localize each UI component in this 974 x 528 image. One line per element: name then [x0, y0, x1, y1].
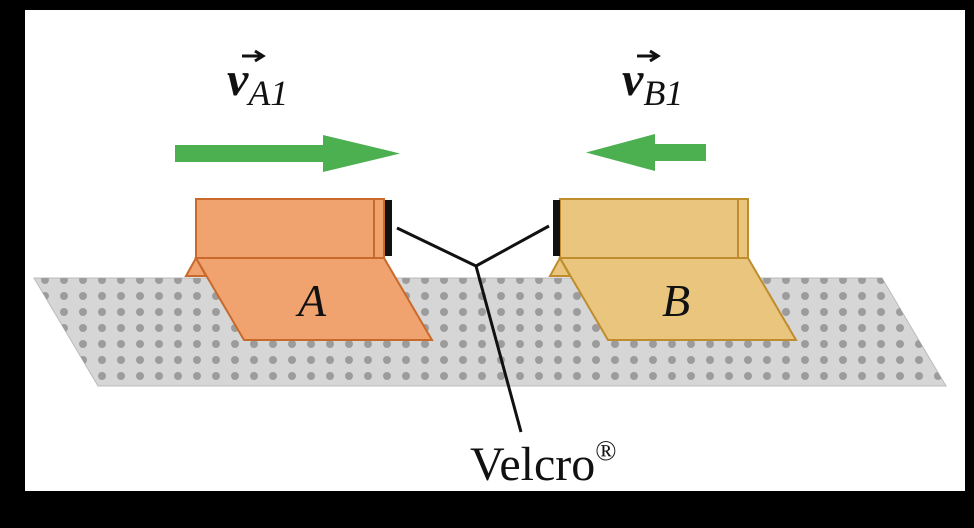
cart-b-velcro-strip [553, 200, 560, 256]
cart-b-label: B [662, 275, 690, 326]
callout-line-b [475, 224, 550, 268]
callout-line-stem [474, 265, 523, 433]
vector-b-symbol: v [622, 53, 644, 106]
callout-line-a [396, 226, 477, 268]
velcro-callout-lines [396, 224, 550, 433]
white-panel [25, 10, 965, 491]
cart-a-top [195, 198, 385, 259]
velcro-label-text: Velcro [470, 438, 595, 491]
registered-mark: ® [595, 436, 616, 467]
vector-b-subscript: B1 [643, 73, 683, 113]
arrow-b-shaft [642, 144, 706, 161]
vector-a-symbol: v [227, 53, 249, 106]
vector-label-b: vB1 [622, 53, 683, 113]
arrow-a-head [323, 135, 400, 172]
vector-a-subscript: A1 [246, 73, 288, 113]
cart-a-label: A [295, 275, 327, 326]
cart-b: B [548, 198, 798, 341]
cart-a-velcro-strip [385, 200, 392, 256]
velocity-arrow-b [586, 134, 706, 171]
cart-a: A [184, 198, 434, 341]
vector-b-overarrow-icon [637, 49, 661, 63]
track [33, 277, 947, 387]
velcro-label: Velcro® [470, 436, 617, 491]
arrow-a-shaft [175, 145, 338, 162]
velocity-arrow-a [175, 135, 400, 172]
arrow-b-head [586, 134, 655, 171]
track-dots [34, 278, 946, 386]
vector-a-overarrow-icon [242, 49, 266, 63]
cart-b-top [559, 198, 749, 259]
vector-label-a: vA1 [227, 53, 288, 113]
